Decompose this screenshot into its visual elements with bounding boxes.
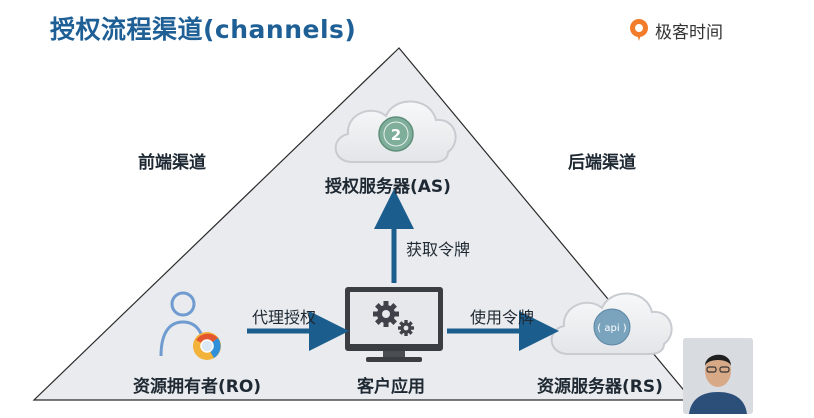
delegate-label: 代理授权	[252, 308, 317, 327]
client-app-label: 客户应用	[357, 377, 425, 397]
presenter-video	[683, 338, 753, 414]
resource-server-cloud-icon: ( api )	[550, 292, 673, 355]
resource-server-badge: ( api )	[597, 323, 627, 334]
auth-server-label: 授权服务器(AS)	[325, 177, 451, 197]
front-channel-label: 前端渠道	[138, 153, 206, 173]
monitor-gears-icon	[345, 287, 443, 362]
resource-owner-label: 资源拥有者(RO)	[133, 377, 262, 397]
use-token-label: 使用令牌	[470, 308, 535, 327]
user-browser-icon	[159, 291, 221, 360]
auth-server-cloud-icon: 2	[334, 100, 457, 163]
brand: 极客时间	[628, 15, 723, 45]
brand-name: 极客时间	[655, 22, 723, 43]
back-channel-label: 后端渠道	[568, 153, 636, 173]
resource-server-label: 资源服务器(RS)	[537, 377, 663, 397]
geekbang-logo-icon	[630, 19, 648, 41]
page-title: 授权流程渠道(channels)	[50, 15, 357, 44]
get-token-label: 获取令牌	[406, 240, 471, 259]
auth-server-badge: 2	[391, 126, 401, 144]
